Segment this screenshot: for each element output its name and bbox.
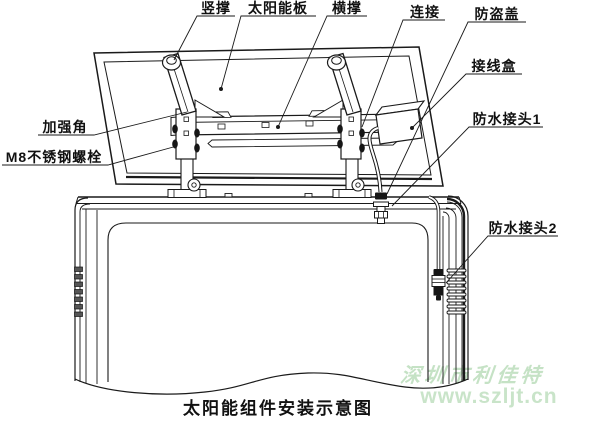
leader-vertical-brace [173,15,235,61]
lid-screw [304,193,313,198]
leader-horizontal-brace [277,15,367,128]
label-junction-box: 接线盒 [472,58,517,74]
label-waterproof-connector-2: 防水接头2 [489,220,558,236]
label-reinforcement-corner: 加强角 [42,119,88,135]
leader-reinforcement-corner [38,111,188,136]
cabinet-lid [75,193,462,210]
junction-box [374,100,426,145]
watermark-text: 深圳市利佳特 [399,364,545,387]
anti-theft-cover-bolt [359,128,365,138]
waterproof-connector-2 [431,269,446,301]
diagram-caption: 太阳能组件安装示意图 [183,398,373,418]
cable-right [428,195,441,269]
leader-m8-bolt [2,145,178,166]
label-solar-panel: 太阳能板 [248,0,308,16]
cabinet-right-column [442,195,469,384]
label-connection: 连接 [410,4,440,20]
label-anti-theft-cover: 防盗盖 [475,6,520,22]
leader-waterproof-connector-1 [391,126,543,207]
leader-solar-panel [220,15,316,90]
leader-lines [2,15,558,284]
anti-theft-cover-bolt [359,143,365,153]
left-vent-slots [74,266,83,317]
base-plate-right [332,189,372,198]
base-plate-left [167,189,207,198]
label-waterproof-connector-1: 防水接头1 [473,111,542,127]
junction-box-cable [367,126,383,193]
cabinet-break-line [74,372,469,395]
lid-screw [224,193,233,198]
waterproof-connector-1 [373,201,389,224]
anti-theft-cap [375,192,387,200]
cabinet [74,193,469,395]
leader-connection [361,19,445,128]
vertical-brace-right-assembly [312,52,372,198]
label-horizontal-brace: 横撑 [332,0,362,16]
vertical-brace-left-assembly [161,52,226,198]
label-m8-bolt: M8不锈钢螺栓 [6,149,102,165]
label-vertical-brace: 竖撑 [201,0,231,16]
watermark-url: www.szljt.cn [419,385,557,408]
leader-waterproof-connector-2 [445,235,558,284]
m8-bolt-left [172,124,178,134]
leader-anti-theft-cover [386,21,526,195]
leader-junction-box [411,73,522,129]
cabinet-front-inset [107,222,429,382]
panel-frame [103,55,432,176]
cabinet-left-column [74,197,98,384]
